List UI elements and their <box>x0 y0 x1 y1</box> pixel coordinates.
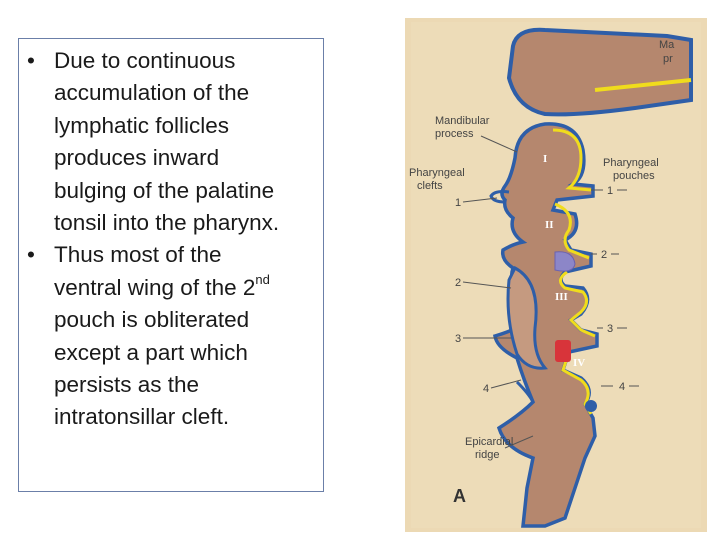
arch-III-label: III <box>555 291 568 303</box>
cleft-1-line <box>489 190 510 204</box>
bullet-item-1: • Due to continuous accumulation of the … <box>27 45 323 239</box>
maxillary-label-1: Ma <box>659 39 675 51</box>
pouch-4-structure <box>585 400 597 412</box>
superscript-nd: nd <box>255 272 270 288</box>
epicardial-label-2: ridge <box>475 449 499 461</box>
arch-II-label: II <box>545 219 554 231</box>
mandibular-label-1: Mandibular <box>435 115 490 127</box>
bullet-2-line-1: Thus most of the <box>54 242 222 268</box>
bullet-1-line-6: tonsil into the pharynx. <box>54 210 280 236</box>
mandibular-pointer <box>480 135 518 153</box>
pouch-dash-marks <box>611 189 639 387</box>
arch-I-label: I <box>543 153 547 165</box>
bullet-icon: • <box>27 242 35 268</box>
bullet-1-line-4: produces inward <box>54 145 220 171</box>
pouch-4-number: 4 <box>619 381 625 393</box>
bullet-2-line-4: except a part which <box>54 339 248 365</box>
parathyroid-structure <box>555 340 571 362</box>
bullet-2-line-6: intratonsillar cleft. <box>54 404 230 430</box>
bullet-2-line-5: persists as the <box>54 372 200 398</box>
bullet-list: • Due to continuous accumulation of the … <box>27 45 323 434</box>
maxillary-endoderm-line <box>594 78 692 92</box>
epicardial-label-1: Epicardial <box>465 436 513 448</box>
pharyngeal-pouches-label-2: pouches <box>613 170 655 182</box>
cleft-4-line <box>515 380 535 403</box>
cleft-4-pointer <box>490 379 522 389</box>
bullet-1-line-1: Due to continuous <box>54 48 236 73</box>
tonsil-structure <box>554 251 576 272</box>
pharyngeal-clefts-label-1: Pharyngeal <box>409 167 465 179</box>
epicardial-pointer <box>504 435 534 449</box>
cleft-2-pointer <box>462 281 512 289</box>
text-panel: • Due to continuous accumulation of the … <box>18 38 324 492</box>
pharyngeal-arches-figure: Ma pr Mandibular process Pharyngeal clef… <box>405 18 707 532</box>
bullet-2-line-3: pouch is obliterated <box>54 307 250 333</box>
bullet-icon: • <box>27 48 35 73</box>
pouch-3-number: 3 <box>607 323 613 335</box>
maxillary-label-2: pr <box>663 53 673 65</box>
endoderm-lining <box>552 128 596 415</box>
maxillary-process-shape <box>506 27 693 117</box>
mandibular-label-2: process <box>435 128 474 140</box>
pouch-2-number: 2 <box>601 249 607 261</box>
cleft-1-pointer <box>462 197 498 203</box>
bullet-1-line-2: accumulation of the <box>54 80 250 106</box>
bullet-2-line-2: ventral wing of the 2 <box>54 274 256 300</box>
cervical-sinus-shape <box>506 265 548 370</box>
panel-letter: A <box>453 486 466 506</box>
cleft-1-number: 1 <box>455 197 461 209</box>
embryology-diagram: Ma pr Mandibular process Pharyngeal clef… <box>405 18 707 532</box>
bullet-item-2: • Thus most of the ventral wing of the 2… <box>27 239 323 433</box>
pouch-1-number: 1 <box>607 185 613 197</box>
bullet-1-line-5: bulging of the palatine <box>54 177 275 203</box>
pharyngeal-pouches-label-1: Pharyngeal <box>603 157 659 169</box>
pharyngeal-clefts-label-2: clefts <box>417 180 443 192</box>
cleft-3-number: 3 <box>455 333 461 345</box>
bullet-1-line-3: lymphatic follicles <box>54 112 230 138</box>
cleft-2-number: 2 <box>455 277 461 289</box>
cleft-4-number: 4 <box>483 383 489 395</box>
arch-IV-label: IV <box>573 357 585 369</box>
